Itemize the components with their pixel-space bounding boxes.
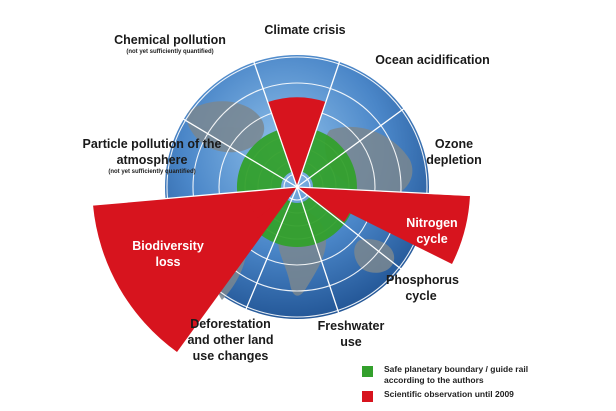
label-ocean: Ocean acidification — [375, 53, 490, 67]
divider-3 — [296, 76, 448, 188]
label-aerosol-note: (not yet sufficiently quantified) — [108, 169, 196, 175]
divider-2 — [296, 9, 358, 188]
divider-8 — [92, 186, 298, 206]
sector-land-exceeded — [248, 187, 297, 218]
divider-4 — [296, 186, 482, 197]
label-chemical-note: (not yet sufficiently quantified) — [126, 49, 214, 55]
sector-climate-exceeded — [268, 97, 326, 187]
grid-ring-6 — [192, 82, 402, 292]
divider-5 — [296, 186, 444, 303]
continent-north-america — [187, 101, 265, 153]
label-climate: Climate crisis — [264, 23, 346, 37]
label-aerosol: Particle pollution of the atmosphere (no… — [82, 136, 222, 176]
legend-safe-swatch — [362, 366, 373, 377]
label-chemical: Chemical pollution (not yet sufficiently… — [105, 32, 235, 56]
sector-biodiversity-exceeded — [93, 187, 297, 352]
label-nitrogen: Nitrogen cycle — [406, 216, 458, 246]
label-ozone: Ozone depletion — [426, 137, 482, 167]
sector-dividers — [92, 9, 482, 336]
divider-7 — [235, 186, 298, 334]
legend-observed-swatch — [362, 391, 373, 402]
legend-safe-text: Safe planetary boundary / guide rail acc… — [384, 364, 529, 385]
label-land: Deforestation and other land use changes — [187, 317, 274, 363]
label-phosphorus: Phosphorus cycle — [386, 273, 459, 303]
label-aerosol-title: Particle pollution of the atmosphere — [82, 137, 222, 167]
label-biodiversity: Biodiversity loss — [132, 239, 204, 269]
sector-phosphorus-exceeded — [297, 187, 354, 222]
divider-9 — [132, 88, 298, 188]
legend-observed-text: Scientific observation until 2009 — [384, 389, 514, 399]
divider-6 — [296, 186, 347, 336]
label-chemical-title: Chemical pollution — [114, 33, 226, 47]
divider-1 — [235, 9, 298, 188]
grid-ring-7 — [166, 56, 428, 318]
label-freshwater: Freshwater use — [317, 319, 385, 349]
boundary-sectors — [93, 97, 470, 352]
